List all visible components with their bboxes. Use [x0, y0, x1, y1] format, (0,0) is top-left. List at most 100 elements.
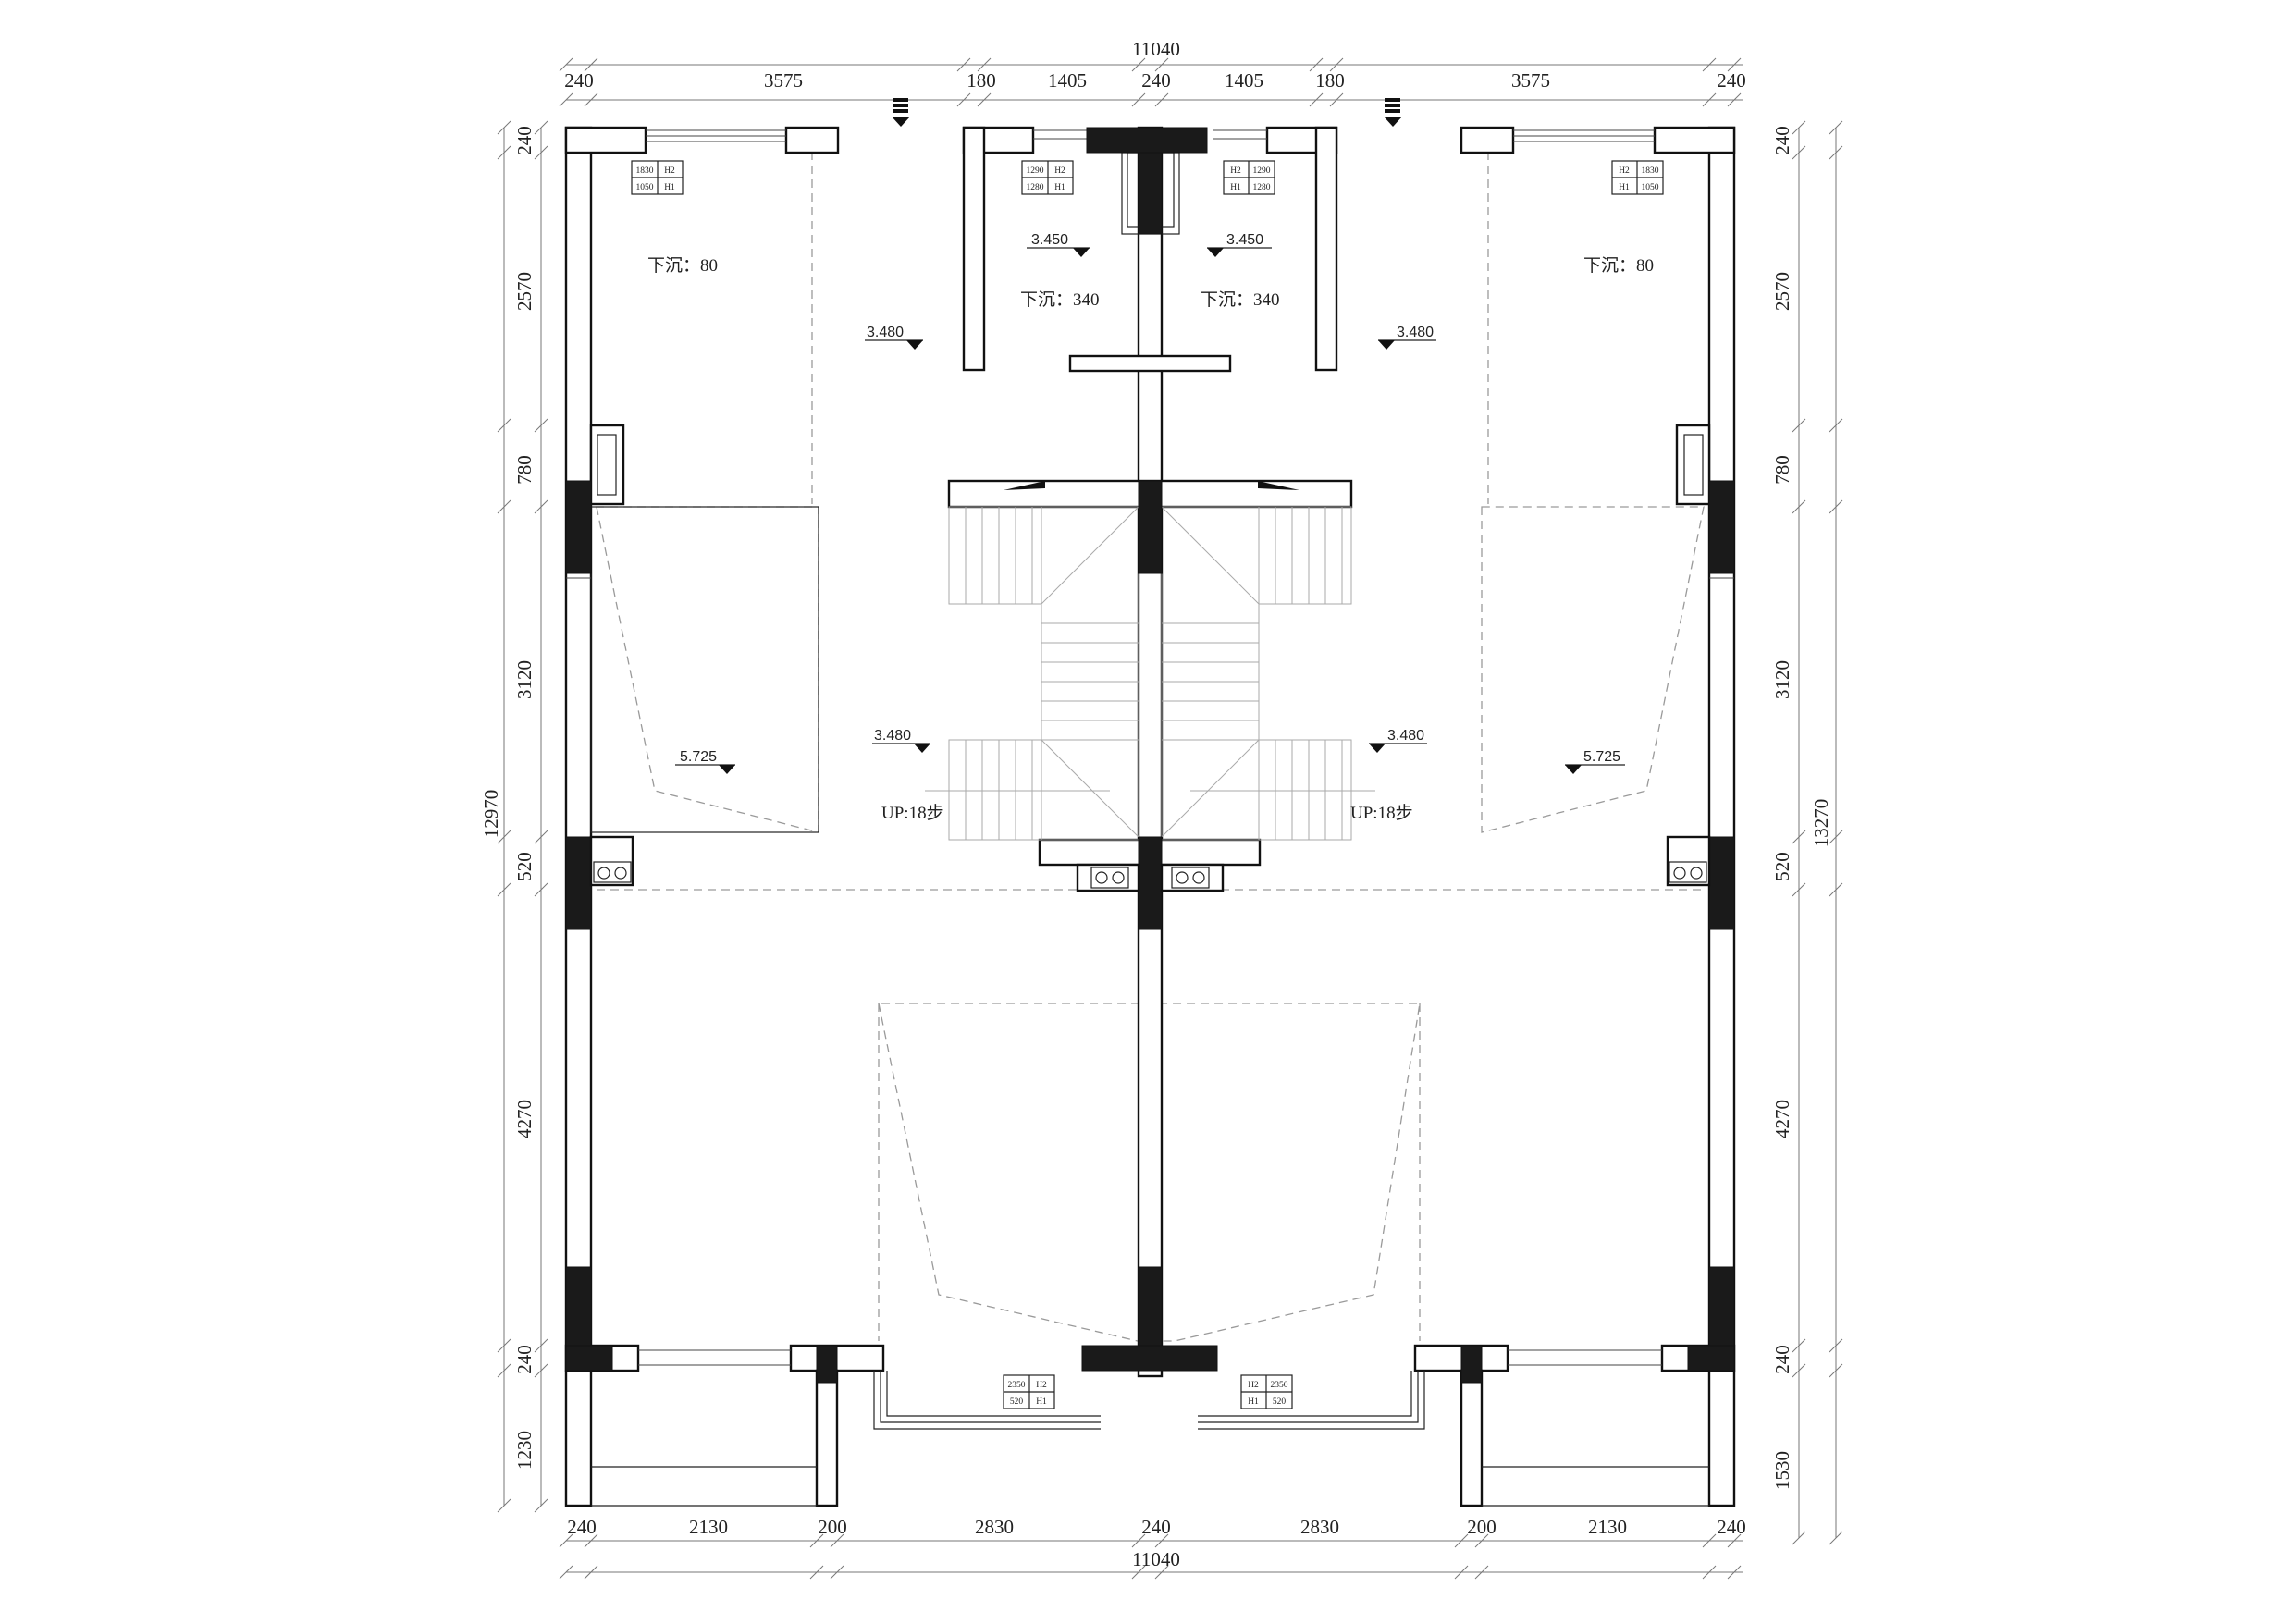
dimension-tick	[1829, 120, 1843, 135]
dimension-bottom: 11040 240 2130 200 2830 240 2830 200 213…	[567, 1516, 1746, 1570]
dimension-tick	[534, 120, 548, 135]
dim-left-seg: 2570	[513, 272, 536, 311]
tag-cell: 1830	[636, 166, 654, 176]
tag-cell: 2350	[1271, 1381, 1288, 1390]
dimension-tick	[1702, 1565, 1717, 1580]
dimension-tick	[1829, 499, 1843, 514]
dimension-tick	[1702, 57, 1717, 72]
level-marker-icon: 3.450	[1207, 232, 1272, 257]
dimension-tick	[534, 830, 548, 844]
dimension-tick	[1792, 145, 1806, 160]
dim-right-seg: 2570	[1771, 272, 1793, 311]
dim-right-seg: 520	[1771, 852, 1793, 881]
stove-icon	[1076, 863, 1140, 892]
stoves	[589, 835, 1711, 892]
dim-right-seg: 3120	[1771, 660, 1793, 699]
dim-left-seg: 780	[513, 455, 536, 485]
dimension-tick	[497, 145, 511, 160]
dim-bottom-total: 11040	[1132, 1548, 1180, 1570]
dimension-tick	[1792, 830, 1806, 844]
dimension-tick	[830, 1533, 844, 1548]
stairs	[925, 481, 1375, 841]
dim-bottom-seg: 240	[567, 1516, 597, 1538]
dimension-tick	[1727, 57, 1742, 72]
dimension-tick	[1329, 92, 1344, 107]
level-balcony-left: 3.450	[1031, 232, 1068, 248]
dim-top-seg: 1405	[1048, 69, 1087, 92]
dimension-tick	[1829, 882, 1843, 897]
dimension-tick	[497, 499, 511, 514]
tag-cell: 1280	[1027, 183, 1044, 192]
stove-icon	[589, 835, 634, 887]
dim-left-seg: 1230	[513, 1431, 536, 1470]
dim-top-seg: 3575	[1511, 69, 1550, 92]
tag-cell: H2	[1619, 166, 1630, 176]
dimension-tick	[497, 830, 511, 844]
dimension-tick	[534, 1498, 548, 1513]
dimension-tick	[534, 882, 548, 897]
tag-cell: 1290	[1027, 166, 1044, 176]
dimension-top: 11040 240 3575 180 1405 240 1405 180 357…	[564, 38, 1746, 92]
dim-bottom-seg: 2830	[1300, 1516, 1339, 1538]
section-marker-icon	[892, 98, 910, 127]
note-sink-left: 下沉：80	[647, 255, 718, 276]
dim-left-seg: 240	[513, 126, 536, 155]
window-tag: H2 2350 H1 520	[1240, 1374, 1293, 1409]
level-stair-left: 3.480	[874, 728, 911, 744]
dim-left-seg: 3120	[513, 660, 536, 699]
tag-cell: H2	[1054, 166, 1065, 176]
dim-right-seg: 240	[1771, 126, 1793, 155]
dimension-tick	[956, 57, 971, 72]
dimension-tick	[1154, 57, 1169, 72]
dim-bottom-seg: 2830	[975, 1516, 1014, 1538]
dimension-tick	[1154, 1533, 1169, 1548]
dim-right-seg: 1530	[1771, 1451, 1793, 1490]
dimension-tick	[1792, 882, 1806, 897]
tag-cell: H1	[1054, 183, 1065, 192]
note-sink-mid-right: 下沉：340	[1201, 289, 1280, 310]
dim-top-seg: 240	[1141, 69, 1171, 92]
window-tags: 1830 H2 1050 H1 1290 H2 1280 H1 H2 1290 …	[631, 160, 1664, 1409]
dim-top-seg: 1405	[1225, 69, 1263, 92]
tag-cell: 520	[1010, 1397, 1024, 1407]
tag-cell: H2	[1248, 1381, 1259, 1390]
level-room-left: 5.725	[680, 749, 717, 765]
dim-left-total: 12970	[480, 790, 502, 839]
window-tag: 2350 H2 520 H1	[1003, 1374, 1055, 1409]
dim-top-seg: 180	[967, 69, 996, 92]
dimension-tick	[1792, 1531, 1806, 1545]
note-sink-right: 下沉：80	[1583, 255, 1654, 276]
dimension-tick	[1727, 92, 1742, 107]
window-tag: H2 1830 H1 1050	[1611, 160, 1664, 195]
tag-cell: H1	[1619, 183, 1630, 192]
dimension-tick	[1131, 57, 1146, 72]
tag-cell: 1050	[1642, 183, 1659, 192]
dimension-tick	[1474, 1533, 1489, 1548]
level-marker-icon: 5.725	[675, 749, 735, 774]
dim-right-seg: 780	[1771, 455, 1793, 485]
dimension-tick	[1702, 92, 1717, 107]
level-marker-icon: 3.480	[865, 325, 923, 350]
dimension-tick	[497, 120, 511, 135]
dimension-tick	[1309, 92, 1324, 107]
dim-right-seg: 240	[1771, 1345, 1793, 1374]
dimension-tick	[584, 92, 598, 107]
dimension-right: 13270 240 2570 780 3120 520 4270 240 153…	[1771, 126, 1832, 1490]
dimension-tick	[497, 882, 511, 897]
level-markers: 3.450 3.450 3.480 3.480 3.480 3.480	[675, 232, 1625, 774]
dim-right-seg: 4270	[1771, 1100, 1793, 1138]
dim-bottom-seg: 240	[1717, 1516, 1746, 1538]
tag-cell: H2	[1230, 166, 1241, 176]
dimension-tick	[559, 92, 573, 107]
dim-bottom-seg: 200	[1467, 1516, 1497, 1538]
dimension-tick	[1727, 1533, 1742, 1548]
dim-bottom-seg: 2130	[1588, 1516, 1627, 1538]
dimension-tick	[1454, 1565, 1469, 1580]
dimension-tick	[1131, 1533, 1146, 1548]
dimension-tick	[534, 418, 548, 433]
dim-top-seg: 240	[1717, 69, 1746, 92]
note-sink-mid-left: 下沉：340	[1020, 289, 1100, 310]
dimension-tick	[1792, 1363, 1806, 1378]
